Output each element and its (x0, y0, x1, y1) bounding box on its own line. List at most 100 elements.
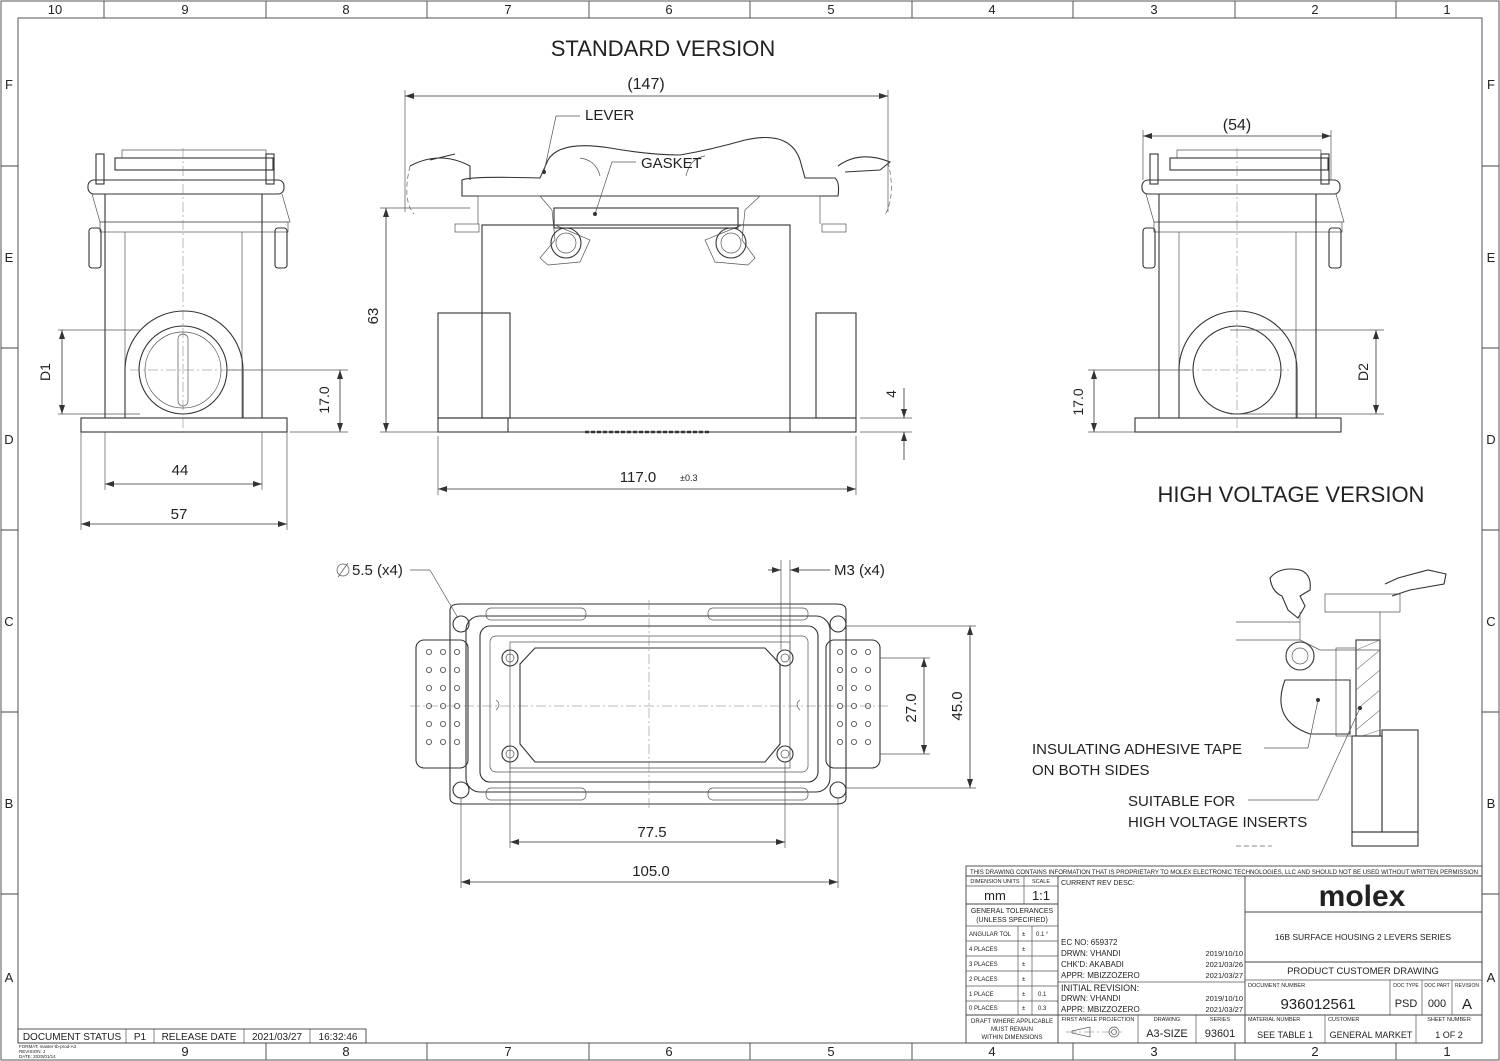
release-time-value: 16:32:46 (319, 1032, 358, 1043)
dim-17-left: 17.0 (316, 386, 332, 413)
zone-top-10: 10 (48, 2, 62, 17)
series-value: 93601 (1205, 1028, 1236, 1040)
title-block-text: THIS DRAWING CONTAINS INFORMATION THAT I… (969, 869, 1479, 1041)
current-rev-desc-label: CURRENT REV DESC: (1061, 880, 1135, 887)
initial-approved-by: APPR: MBIZZOZERO (1061, 1005, 1140, 1014)
scale-value: 1:1 (1032, 888, 1050, 903)
label-lever: LEVER (585, 107, 634, 124)
zone-right-e: E (1487, 250, 1496, 265)
drawing-size-header: DRAWING (1154, 1017, 1180, 1023)
zone-right-b: B (1487, 796, 1496, 811)
zone-top-4: 4 (988, 2, 995, 17)
places-2-label: 2 PLACES (969, 977, 998, 983)
initial-drawn-by: DRWN: VHANDI (1061, 994, 1120, 1003)
dimension-units-header: DIMENSION UNITS (970, 879, 1020, 885)
dim-77-5: 77.5 (637, 824, 666, 841)
zone-top-9: 9 (181, 2, 188, 17)
first-angle-projection-icon (1066, 1026, 1122, 1038)
dims-right-view: (54) D2 17.0 (1070, 117, 1384, 433)
plan-view (410, 600, 890, 810)
label-hole-diameter: 5.5 (x4) (352, 562, 403, 579)
initial-revision-label: INITIAL REVISION: (1061, 983, 1139, 993)
places-0-label: 0 PLACES (969, 1006, 998, 1012)
dim-44: 44 (172, 462, 189, 479)
zone-top-3: 3 (1150, 2, 1157, 17)
molex-logo: molex (1319, 880, 1406, 913)
units-value: mm (984, 888, 1006, 903)
drawn-date: 2019/10/10 (1205, 949, 1243, 958)
front-view (406, 136, 892, 434)
dim-27: 27.0 (903, 693, 920, 722)
label-thread: M3 (x4) (834, 562, 885, 579)
product-title: 16B SURFACE HOUSING 2 LEVERS SERIES (1275, 932, 1452, 942)
general-tolerances-1: GENERAL TOLERANCES (971, 908, 1054, 915)
dim-63: 63 (365, 308, 382, 325)
dim-17-right: 17.0 (1070, 388, 1086, 415)
draft-note-1: DRAFT WHERE APPLICABLE (971, 1019, 1053, 1025)
zone-left-e: E (5, 250, 14, 265)
zone-top-2: 2 (1311, 2, 1318, 17)
checked-date: 2021/03/26 (1205, 960, 1243, 969)
dims-plan-view: 5.5 (x4) M3 (x4) 27.0 45.0 77.5 105.0 (336, 560, 976, 888)
sheet-number: 1 OF 2 (1435, 1030, 1463, 1040)
zone-top-6: 6 (665, 2, 672, 17)
zone-right-f: F (1487, 77, 1495, 92)
dims-left-view: D1 17.0 44 57 (37, 329, 348, 530)
label-insulating-tape-1: INSULATING ADHESIVE TAPE (1032, 741, 1242, 758)
format-note-3: DATE: 2020/01/14 (19, 1054, 56, 1059)
zone-bottom-1: 1 (1443, 1044, 1450, 1059)
angular-tolerance-value: 0.1 ° (1036, 932, 1049, 938)
dims-front-view: (147) 63 4 117.0 ±0.3 (365, 76, 912, 495)
general-tolerances-2: (UNLESS SPECIFIED) (976, 917, 1048, 924)
initial-approved-date: 2021/03/27 (1205, 1005, 1243, 1014)
material-number-header: MATERIAL NUMBER (1248, 1017, 1300, 1023)
ec-number: EC NO: 659372 (1061, 938, 1118, 947)
doc-type: PSD (1395, 998, 1418, 1010)
places-3-pm: ± (1022, 962, 1026, 968)
angular-tolerance-pm: ± (1022, 932, 1026, 938)
zone-right-a: A (1487, 970, 1496, 985)
side-view-right (1134, 148, 1345, 436)
callouts-front-view: LEVER GASKET (542, 107, 702, 216)
places-1-label: 1 PLACE (969, 992, 994, 998)
places-4-pm: ± (1022, 947, 1026, 953)
release-date-label: RELEASE DATE (162, 1032, 237, 1043)
document-status-label: DOCUMENT STATUS (23, 1032, 122, 1043)
zone-bottom-4: 4 (988, 1044, 995, 1059)
release-date-value: 2021/03/27 (252, 1032, 302, 1043)
zone-right-c: C (1486, 614, 1495, 629)
document-number-header: DOCUMENT NUMBER (1248, 983, 1305, 989)
zone-bottom-7: 7 (504, 1044, 511, 1059)
document-number: 936012561 (1280, 996, 1355, 1013)
places-3-label: 3 PLACES (969, 962, 998, 968)
format-note-2: REVISION: J (19, 1049, 45, 1054)
approved-by: APPR: MBIZZOZERO (1061, 971, 1140, 980)
doc-part-header: DOC PART (1424, 983, 1449, 989)
zone-bottom-6: 6 (665, 1044, 672, 1059)
label-high-voltage-inserts-1: SUITABLE FOR (1128, 793, 1235, 810)
side-view-left (80, 148, 291, 436)
scale-header: SCALE (1032, 879, 1050, 885)
zone-left-c: C (4, 614, 13, 629)
plan-view-left-dot-pattern (425, 649, 460, 746)
dim-d1: D1 (37, 363, 53, 381)
document-status-bar: DOCUMENT STATUS P1 RELEASE DATE 2021/03/… (17, 1028, 367, 1059)
plan-view-right-dot-pattern (837, 649, 872, 746)
material-number: SEE TABLE 1 (1257, 1030, 1313, 1040)
label-gasket: GASKET (641, 155, 702, 172)
zone-left-b: B (5, 796, 14, 811)
projection-header: FIRST ANGLE PROJECTION (1062, 1017, 1135, 1023)
title-standard-version: STANDARD VERSION (551, 36, 776, 61)
zone-bottom-8: 8 (342, 1044, 349, 1059)
draft-note-2: MUST REMAIN (991, 1027, 1033, 1033)
document-status-value: P1 (134, 1032, 147, 1043)
approved-date: 2021/03/27 (1205, 971, 1243, 980)
revision-value: A (1462, 996, 1472, 1013)
zone-bottom-5: 5 (827, 1044, 834, 1059)
doc-part: 000 (1428, 998, 1446, 1010)
zone-left-d: D (4, 432, 13, 447)
initial-drawn-date: 2019/10/10 (1205, 994, 1243, 1003)
zone-bottom-3: 3 (1150, 1044, 1157, 1059)
